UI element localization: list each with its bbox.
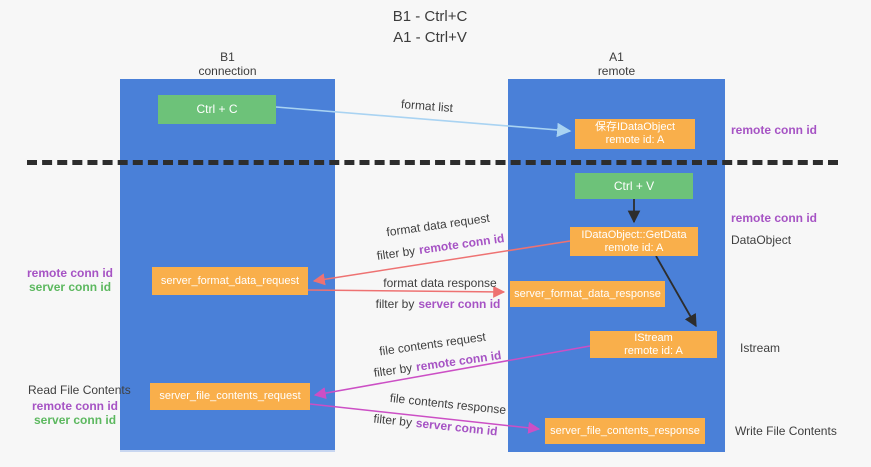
- server-file-contents-response-label: server_file_contents_response: [550, 424, 700, 437]
- save-dataobject-line2: remote id: A: [605, 134, 665, 146]
- left-remote-conn-id-1: remote conn id: [27, 266, 114, 280]
- server-format-data-response-label: server_format_data_response: [514, 287, 661, 300]
- getdata-line1: IDataObject::GetData: [581, 228, 687, 241]
- ctrl-c-box: Ctrl + C: [158, 95, 276, 124]
- getdata-line2: remote id: A: [604, 241, 664, 254]
- lane-right-title: A1: [609, 50, 624, 64]
- istream-box: IStream remote id: A: [590, 331, 717, 358]
- remote-conn-id-top-label: remote conn id: [731, 123, 818, 137]
- server-file-contents-request-box: server_file_contents_request: [150, 383, 310, 410]
- lane-left-subtitle: connection: [198, 64, 257, 78]
- ctrl-c-label: Ctrl + C: [196, 102, 238, 116]
- file-contents-request-arrow: [313, 345, 591, 400]
- title-line-1: B1 - Ctrl+C: [392, 8, 468, 25]
- lane-right-subtitle: remote: [597, 64, 636, 78]
- format-data-response-arrow: [307, 285, 506, 298]
- istream-line1: IStream: [634, 331, 673, 344]
- write-file-contents-label: Write File Contents: [735, 424, 837, 438]
- read-file-contents-label: Read File Contents: [28, 383, 131, 397]
- server-format-data-request-box: server_format_data_request: [152, 267, 308, 295]
- left-server-conn-id-1: server conn id: [29, 280, 112, 294]
- left-remote-conn-id-2: remote conn id: [32, 399, 119, 413]
- ctrl-v-label: Ctrl + V: [613, 178, 655, 193]
- istream-side-label: Istream: [740, 341, 781, 355]
- ctrl-v-box: Ctrl + V: [575, 173, 693, 199]
- server-file-contents-request-label: server_file_contents_request: [159, 390, 301, 402]
- save-dataobject-box: 保存IDataObject remote id: A: [575, 119, 695, 149]
- server-file-contents-response-box: server_file_contents_response: [545, 418, 705, 444]
- remote-conn-id-mid-label: remote conn id: [731, 211, 818, 225]
- filter-by-text: filter by: [375, 297, 415, 311]
- title-line-2: A1 - Ctrl+V: [393, 29, 467, 46]
- server-format-data-request-label: server_format_data_request: [160, 274, 300, 287]
- server-conn-id-text: server conn id: [418, 297, 501, 311]
- dataobject-label: DataObject: [731, 233, 792, 247]
- getdata-box: IDataObject::GetData remote id: A: [570, 227, 698, 256]
- getdata-to-istream-arrow: [655, 255, 697, 328]
- format-data-request-arrow: [312, 240, 571, 286]
- istream-line2: remote id: A: [624, 344, 683, 357]
- lane-left-title: B1: [220, 50, 235, 64]
- format-list-arrow: [275, 106, 572, 138]
- file-contents-response-arrow: [309, 403, 541, 434]
- lane-header-right: A1 remote: [508, 50, 725, 78]
- format-data-response-label: format data response: [383, 276, 497, 290]
- server-format-data-response-box: server_format_data_response: [510, 281, 665, 307]
- dashed-separator: [27, 160, 838, 165]
- save-dataobject-line1: 保存IDataObject: [594, 121, 676, 133]
- lane-header-left: B1 connection: [120, 50, 335, 78]
- left-server-conn-id-2: server conn id: [34, 413, 117, 427]
- diagram-title: B1 - Ctrl+C A1 - Ctrl+V: [300, 6, 560, 48]
